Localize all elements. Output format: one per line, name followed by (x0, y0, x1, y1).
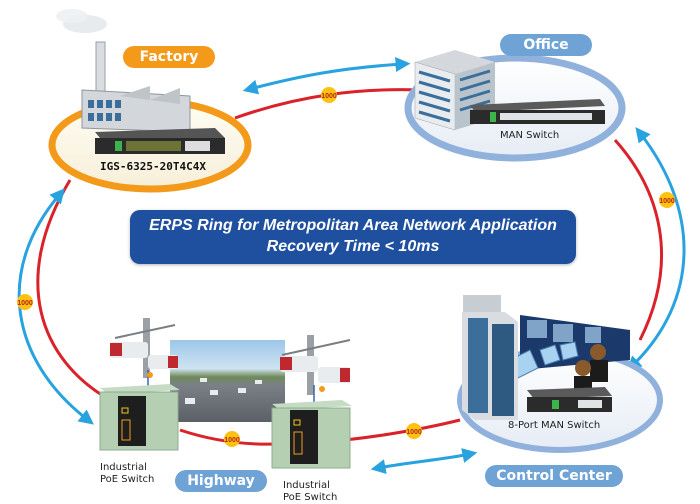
speed-badge-label: 1000 (659, 198, 675, 205)
arrow-office-control (626, 127, 686, 372)
8-port-man-switch-icon (527, 387, 612, 412)
camera-pole-right-icon (280, 335, 351, 440)
speed-badge-label: 1000 (17, 300, 33, 307)
speed-badge: 1000 (321, 87, 337, 103)
speed-badge-label: 1000 (406, 429, 422, 436)
highway-right-device-line2: PoE Switch (283, 492, 338, 503)
highway-left-device-label: Industrial PoE Switch (100, 462, 154, 486)
factory-building-icon (56, 9, 191, 133)
highway-right-device-line1: Industrial (283, 480, 330, 491)
control-tower-icon (462, 295, 518, 420)
speed-badge: 1000 (17, 294, 33, 310)
office-label: Office (500, 34, 592, 56)
industrial-poe-switch-cabinet-left-icon (99, 384, 180, 451)
diagram-subtitle: Recovery Time < 10ms (266, 238, 440, 255)
control-center-label: Control Center (485, 465, 623, 487)
diagram-title: ERPS Ring for Metropolitan Area Network … (149, 217, 557, 234)
office-device-label: MAN Switch (500, 130, 560, 141)
man-switch-icon (470, 99, 605, 124)
control-center-device-label: 8-Port MAN Switch (508, 420, 601, 431)
direction-arrows (17, 56, 686, 474)
industrial-poe-switch-cabinet-right-icon (271, 400, 352, 469)
ring-link-office-control (613, 138, 664, 341)
factory-switch-icon (95, 128, 225, 154)
speed-badge: 1000 (224, 431, 240, 447)
ring-link-highway-factory (36, 179, 111, 402)
diagram-title-box: ERPS Ring for Metropolitan Area Network … (130, 210, 576, 264)
highway-left-device-line2: PoE Switch (100, 474, 155, 485)
arrow-highway-factory (17, 188, 94, 425)
highway-label: Highway (175, 470, 267, 492)
factory-label: Factory (123, 46, 215, 68)
speed-badge-label: 1000 (224, 437, 240, 444)
highway-left-device-line1: Industrial (100, 462, 147, 473)
speed-badge: 1000 (406, 423, 422, 439)
camera-pole-left-icon (110, 318, 178, 425)
highway-right-device-label: Industrial PoE Switch (283, 480, 337, 504)
factory-device-label: IGS-6325-20T4C4X (100, 160, 206, 173)
speed-badge: 1000 (659, 192, 675, 208)
highway-photo (170, 340, 285, 422)
speed-badge-label: 1000 (321, 93, 337, 100)
arrow-factory-office (242, 56, 411, 95)
arrow-control-highway (370, 448, 478, 474)
